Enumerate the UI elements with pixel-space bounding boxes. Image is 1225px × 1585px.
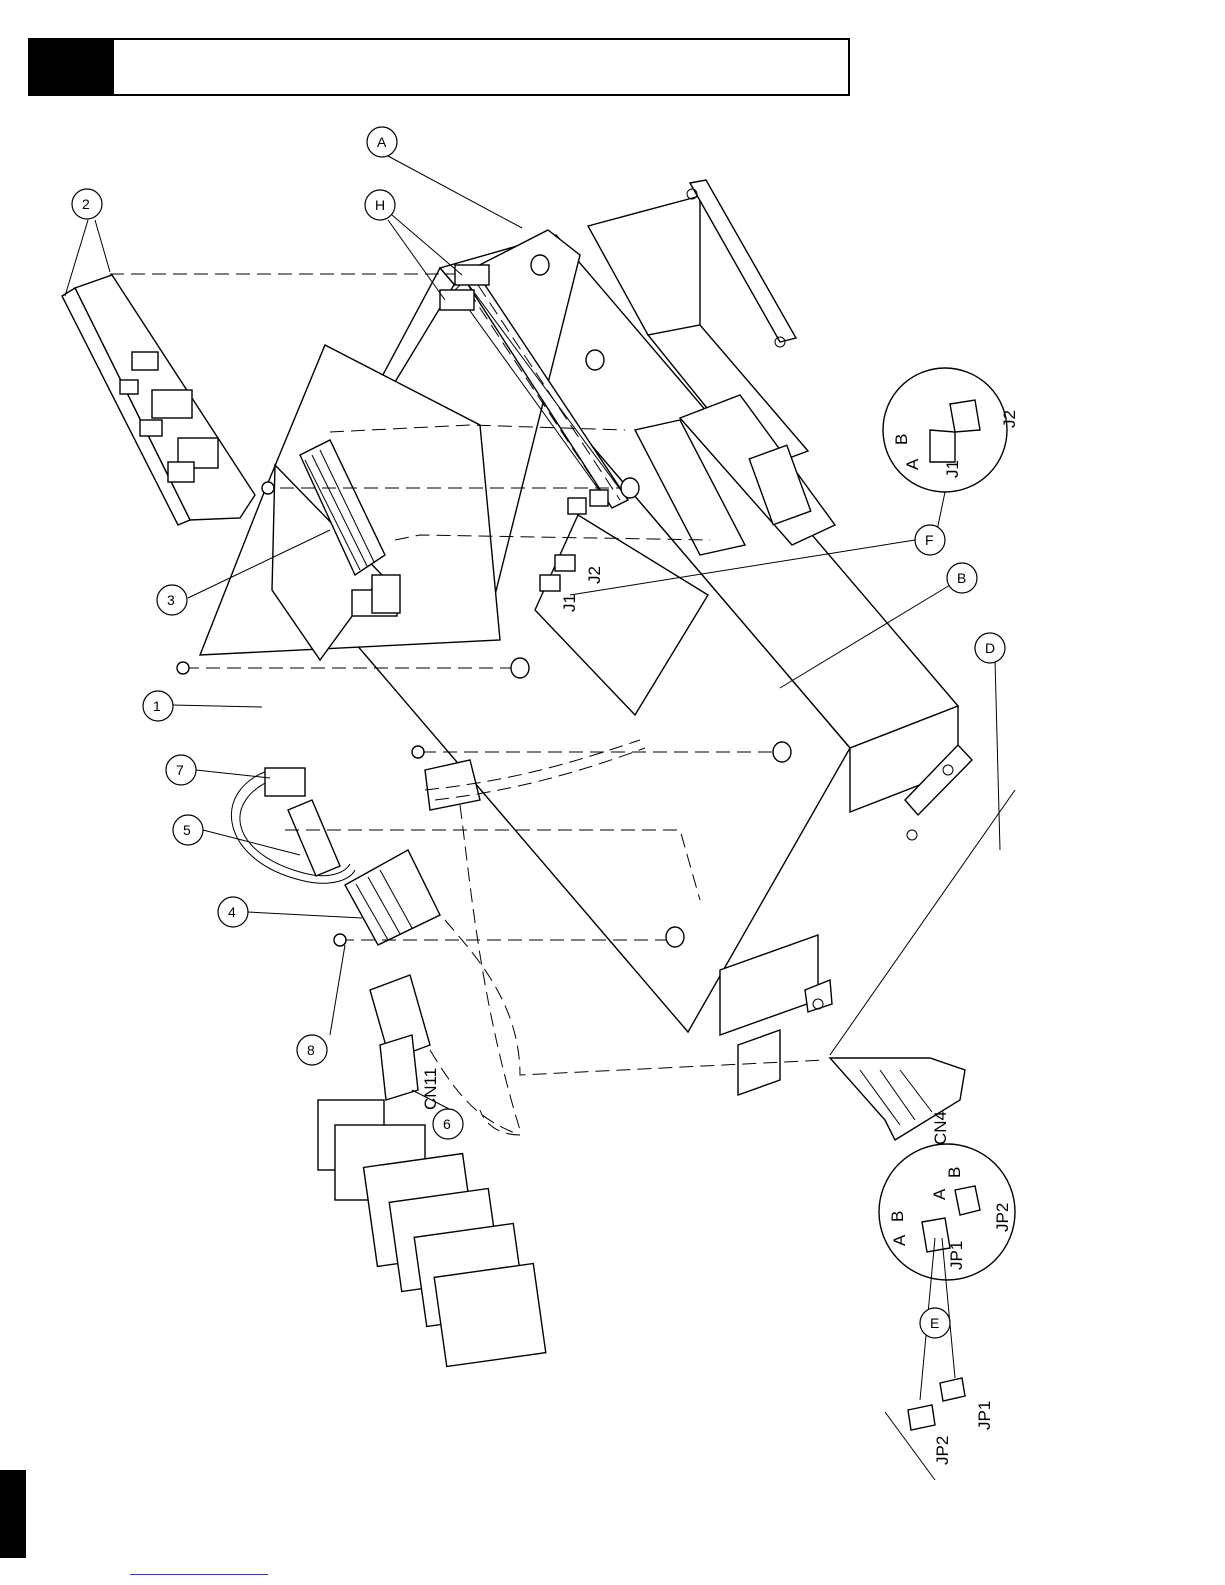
cn4-cable <box>830 790 1015 1140</box>
callout-2: 2 <box>72 189 102 219</box>
callout-8: 8 <box>297 1035 327 1065</box>
callout-3: 3 <box>157 585 187 615</box>
detail-e-label-a1: A <box>890 1234 909 1246</box>
callout-e: E <box>920 1308 950 1338</box>
chassis-flange-top <box>687 180 796 347</box>
connector-4 <box>345 760 480 945</box>
svg-text:H: H <box>375 197 385 213</box>
callout-7: 7 <box>166 755 196 785</box>
label-jp1: JP1 <box>975 1401 994 1430</box>
svg-text:6: 6 <box>443 1116 451 1132</box>
callout-f: F <box>915 525 945 555</box>
callout-5: 5 <box>173 815 203 845</box>
callout-d: D <box>975 633 1005 663</box>
svg-text:8: 8 <box>307 1042 315 1058</box>
callout-1: 1 <box>143 691 173 721</box>
option-board-2 <box>62 275 255 525</box>
detail-f-label-b: B <box>892 434 911 445</box>
label-cn4: CN4 <box>931 1111 950 1145</box>
callout-4: 4 <box>218 897 248 927</box>
label-jp2: JP2 <box>933 1436 952 1465</box>
detail-f-label-a: A <box>903 458 922 470</box>
connector-5 <box>288 800 340 876</box>
svg-text:A: A <box>377 134 387 150</box>
svg-text:2: 2 <box>82 196 90 212</box>
callout-b: B <box>947 563 977 593</box>
svg-text:3: 3 <box>167 592 175 608</box>
detail-circle-e: A B A B JP1 JP2 <box>879 1144 1015 1280</box>
detail-f-label-j2: J2 <box>1000 410 1019 428</box>
detail-circle-f: B A J1 J2 <box>883 368 1019 492</box>
detail-e-label-jp1: JP1 <box>947 1241 966 1270</box>
detail-f-label-j1: J1 <box>943 460 962 478</box>
svg-text:D: D <box>985 640 995 656</box>
callout-h: H <box>365 190 395 220</box>
detail-e-label-b2: B <box>945 1167 964 1178</box>
svg-text:B: B <box>957 570 966 586</box>
label-j1: J1 <box>560 594 579 612</box>
svg-text:4: 4 <box>228 904 236 920</box>
label-j2: J2 <box>585 566 604 584</box>
svg-text:E: E <box>930 1315 939 1331</box>
svg-text:F: F <box>925 532 934 548</box>
callout-a: A <box>367 127 397 157</box>
callout-6: 6 <box>433 1109 463 1139</box>
label-cn11: CN11 <box>421 1068 440 1110</box>
detail-e-label-b1: B <box>888 1211 907 1222</box>
svg-text:1: 1 <box>153 698 161 714</box>
detail-e-label-jp2: JP2 <box>993 1203 1012 1232</box>
detail-e-label-a2: A <box>930 1188 949 1200</box>
svg-text:5: 5 <box>183 822 191 838</box>
rear-panel-connectors <box>318 975 546 1367</box>
svg-text:7: 7 <box>176 762 184 778</box>
